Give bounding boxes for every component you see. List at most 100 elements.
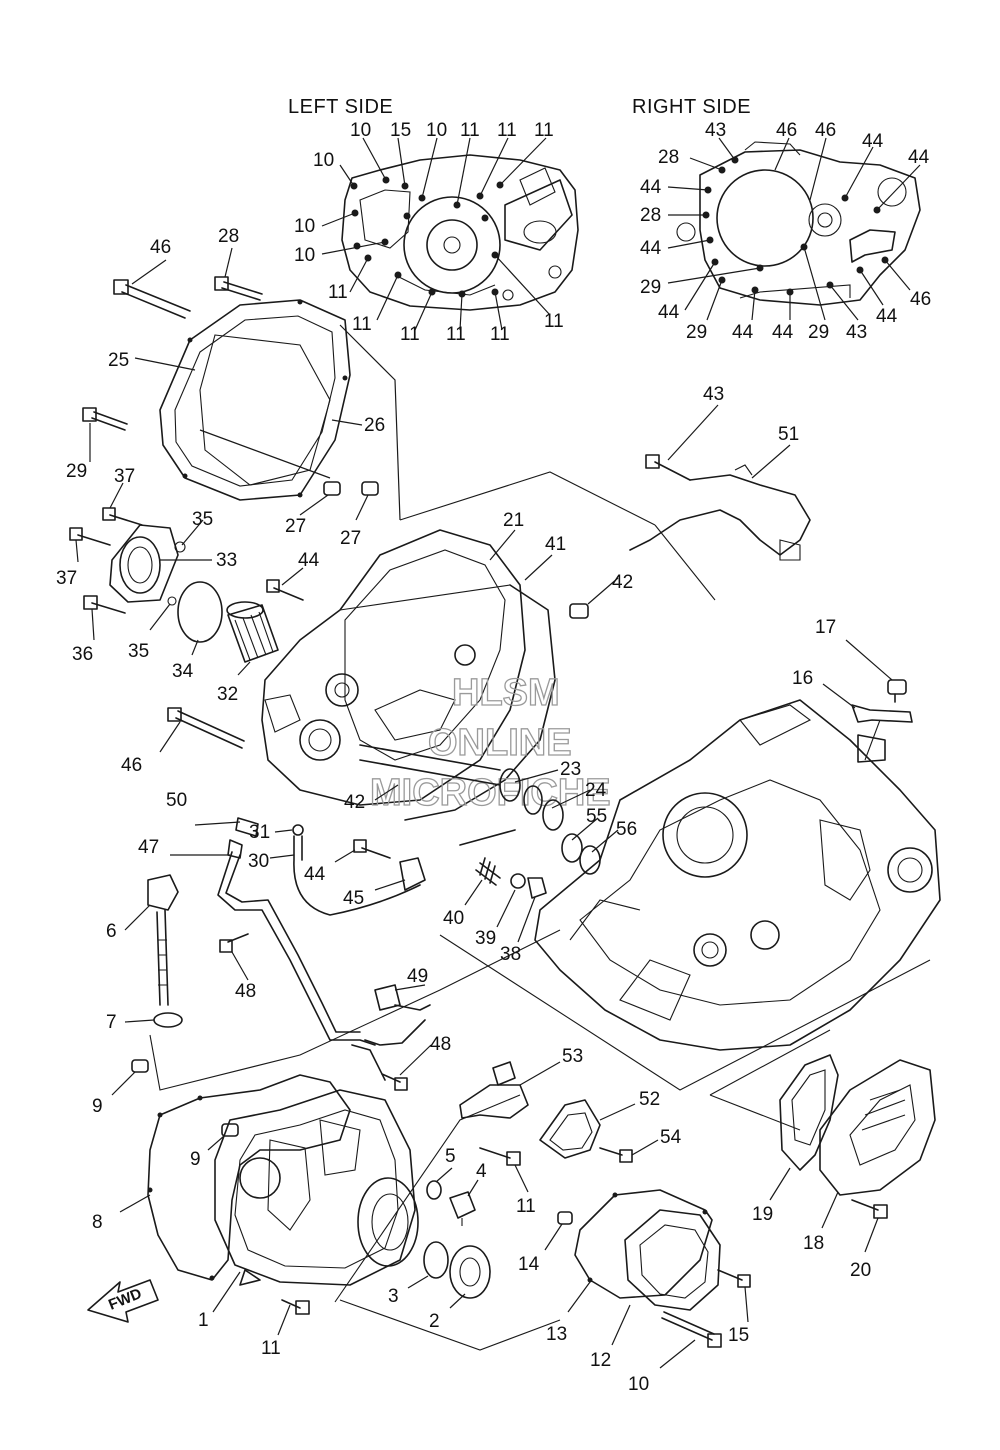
sensor-bracket-53	[459, 1061, 561, 1119]
callout-15: 15	[728, 1325, 749, 1346]
callout-25: 25	[108, 350, 129, 371]
right-inset-callout: 44	[732, 322, 754, 343]
callout-33: 33	[216, 550, 237, 571]
callout-50: 50	[166, 790, 187, 811]
left-inset-callout: 10	[350, 120, 371, 141]
right-inset-callout: 44	[640, 238, 662, 259]
callout-26: 26	[364, 415, 385, 436]
oil-filter-cover	[109, 519, 223, 656]
bolt-48-right	[381, 1073, 408, 1091]
left-inset-callout: 10	[313, 150, 334, 171]
callout-41: 41	[545, 534, 566, 555]
dowel-42-lower	[374, 784, 399, 801]
callout-28: 28	[218, 226, 239, 247]
right-inset-callout: 46	[776, 120, 797, 141]
callout-9-upper: 9	[92, 1096, 103, 1117]
bolt-44-upper	[266, 567, 304, 601]
callout-42-upper: 42	[612, 572, 633, 593]
bolt-46-lower	[159, 707, 245, 753]
callout-4: 4	[476, 1161, 487, 1182]
hlsm-watermark: HLSM ONLINE MICROFICHE	[369, 671, 611, 814]
crankcase-left-half	[261, 529, 556, 821]
callout-14: 14	[518, 1254, 540, 1275]
right-inset-callout: 29	[640, 277, 661, 298]
bracket-51-bolt-43	[629, 404, 811, 561]
callout-10-lower: 10	[628, 1374, 649, 1395]
callout-11-lower: 11	[261, 1338, 281, 1359]
oil-delivery-pipe	[170, 817, 432, 1081]
left-inset-callout: 11	[352, 314, 372, 335]
left-inset-callout: 11	[534, 120, 554, 141]
callout-9-lower: 9	[190, 1149, 201, 1170]
bolt-10-lower	[659, 1311, 722, 1369]
callout-11-middle: 11	[516, 1196, 536, 1217]
callout-54: 54	[660, 1127, 682, 1148]
callout-34: 34	[172, 661, 194, 682]
bolt-44-lower	[334, 839, 426, 891]
right-inset-callout: 44	[908, 147, 930, 168]
bolt-54	[599, 1139, 659, 1163]
pump-cover-12	[611, 1209, 721, 1346]
callout-19: 19	[752, 1204, 773, 1225]
right-inset-callout: 46	[815, 120, 836, 141]
right-side-inset: 43 46 46 44 44 28 44 28 44 29 44 29 44 4…	[640, 120, 931, 343]
left-inset-callout: 15	[390, 120, 411, 141]
callout-42-lower: 42	[344, 792, 365, 813]
dowel-42-upper	[569, 577, 619, 619]
sprocket-cover-18	[819, 1059, 936, 1229]
right-inset-callout: 29	[686, 322, 707, 343]
callout-48-right: 48	[430, 1034, 451, 1055]
callout-37-upper: 37	[114, 466, 135, 487]
right-inset-callout: 44	[876, 306, 898, 327]
bolts-37	[69, 482, 143, 563]
pump-gasket-13	[567, 1189, 713, 1313]
bolt-15	[717, 1269, 751, 1323]
bolt-28	[214, 247, 263, 301]
callout-8: 8	[92, 1212, 103, 1233]
callout-5: 5	[445, 1146, 456, 1167]
right-inset-callout: 28	[658, 147, 679, 168]
sprocket-guard-19	[769, 1054, 839, 1201]
callout-6: 6	[106, 921, 117, 942]
crankcase-right-half	[534, 699, 941, 1051]
watermark-line: HLSM	[452, 672, 560, 714]
callout-32: 32	[217, 684, 238, 705]
callout-35-upper: 35	[192, 509, 213, 530]
callout-24: 24	[585, 780, 607, 801]
left-inset-callout: 10	[294, 245, 315, 266]
callout-36: 36	[72, 644, 93, 665]
bolt-46-upper	[113, 259, 191, 319]
left-inset-callout: 10	[294, 216, 315, 237]
cover-52	[539, 1099, 636, 1159]
callout-35-lower: 35	[128, 641, 149, 662]
crankcase-cover-left	[134, 299, 401, 521]
callout-17: 17	[815, 617, 836, 638]
callout-43: 43	[703, 384, 724, 405]
right-inset-callout: 46	[910, 289, 931, 310]
callout-1: 1	[198, 1310, 209, 1331]
callout-44-lower: 44	[304, 864, 326, 885]
right-inset-callout: 43	[705, 120, 726, 141]
bolt-48-left	[219, 933, 249, 981]
left-inset-callout: 11	[490, 324, 510, 345]
callout-2: 2	[429, 1311, 440, 1332]
callout-40: 40	[443, 908, 464, 929]
left-side-heading: LEFT SIDE	[288, 96, 393, 118]
callout-21: 21	[503, 510, 524, 531]
right-inset-callout: 44	[640, 177, 662, 198]
relief-valve-parts	[459, 829, 547, 943]
plugs-2-3-4-5	[407, 1167, 491, 1309]
dowel-pins-27	[299, 481, 379, 521]
callout-13: 13	[546, 1324, 567, 1345]
left-inset-callout: 11	[544, 311, 564, 332]
oil-dipstick	[124, 874, 179, 1006]
callout-31: 31	[249, 822, 270, 843]
callout-29: 29	[66, 461, 87, 482]
callout-27-left: 27	[285, 516, 306, 537]
bracket-16-bolt-17	[822, 639, 913, 761]
left-inset-callout: 10	[426, 120, 447, 141]
left-inset-callout: 11	[497, 120, 517, 141]
callout-30: 30	[248, 851, 269, 872]
crankcase-cover-right	[212, 1089, 419, 1313]
